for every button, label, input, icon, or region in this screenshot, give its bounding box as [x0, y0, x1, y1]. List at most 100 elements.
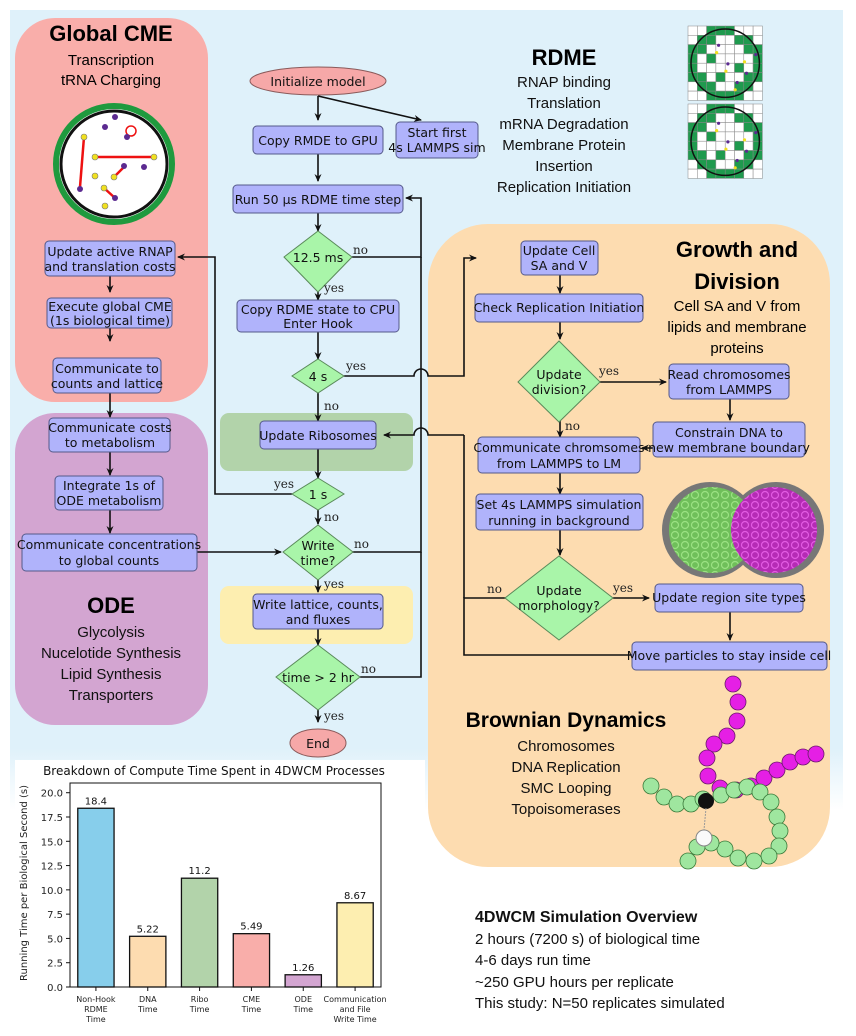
label-yes: yes — [323, 577, 344, 591]
y-tick-label: 0.0 — [47, 983, 63, 994]
particle — [724, 147, 728, 151]
bar-value-label: 1.26 — [292, 963, 314, 974]
lattice-cell — [706, 53, 717, 64]
label-no: no — [361, 662, 376, 676]
ode-item: Nucelotide Synthesis — [41, 645, 181, 662]
svg-text:Integrate 1s of: Integrate 1s of — [63, 478, 156, 493]
flow-node-comm-counts[interactable]: Communicate to counts and lattice — [51, 357, 164, 394]
flow-decision-update-division[interactable]: Update division? — [517, 340, 601, 423]
flow-decision-update-morphology[interactable]: Update morphology? — [504, 555, 614, 641]
flow-decision-time-2hr[interactable]: time > 2 hr — [275, 644, 361, 711]
flow-node-integrate-ode[interactable]: Integrate 1s of ODE metabolism — [54, 475, 164, 511]
chromosome-bead — [762, 793, 780, 811]
flow-node-constrain-dna[interactable]: Constrain DNA to new membrane boundary — [648, 421, 810, 458]
chromosome-bead — [807, 745, 825, 763]
bar — [232, 933, 271, 988]
lattice-cell — [724, 53, 735, 64]
lattice-cell — [724, 113, 735, 123]
flow-decision-1s[interactable]: 1 s — [291, 477, 345, 511]
flow-node-comm-concentrations[interactable]: Communicate concentrations to global cou… — [17, 533, 201, 572]
particle — [717, 43, 721, 47]
bar — [336, 902, 374, 988]
svg-text:Start first: Start first — [408, 125, 467, 140]
lattice-cell — [724, 44, 735, 55]
lattice-cell — [724, 35, 735, 45]
flow-node-update-region[interactable]: Update region site types — [652, 583, 806, 613]
ode-item: Glycolysis — [77, 624, 145, 641]
lattice-cell — [697, 72, 707, 83]
topoisomerase-bead — [698, 793, 714, 809]
particle — [715, 129, 719, 133]
rdme-item: Insertion — [535, 158, 593, 175]
ode-item: Transporters — [69, 687, 153, 704]
y-tick-label: 12.5 — [41, 862, 63, 873]
particle — [754, 53, 758, 57]
svg-text:Constrain DNA to: Constrain DNA to — [675, 425, 783, 440]
lattice-cell — [734, 122, 745, 133]
particle — [715, 51, 719, 55]
flow-node-copy-cpu[interactable]: Copy RDME state to CPU Enter Hook — [236, 299, 400, 333]
flow-decision-write-time[interactable]: Write time? — [282, 524, 354, 581]
flow-node-initialize[interactable]: Initialize model — [249, 66, 387, 96]
particle — [726, 62, 730, 66]
label-yes: yes — [345, 359, 366, 373]
flow-node-comm-costs[interactable]: Communicate costs to metabolism — [48, 417, 172, 453]
svg-text:Update: Update — [536, 367, 582, 382]
svg-text:4s LAMMPS sim: 4s LAMMPS sim — [388, 140, 485, 155]
chromosome-bead — [768, 808, 786, 826]
flow-node-move-particles[interactable]: Move particles to stay inside cell — [627, 641, 832, 671]
lattice-cell — [734, 131, 745, 142]
flow-node-start-lammps[interactable]: Start first 4s LAMMPS sim — [388, 121, 486, 159]
flow-node-end[interactable]: End — [289, 728, 347, 758]
lattice-cell — [697, 44, 707, 55]
flow-decision-12-5ms[interactable]: 12.5 ms — [283, 230, 353, 293]
flow-node-comm-chromosomes[interactable]: Communicate chromsomes from LAMMPS to LM — [473, 436, 645, 474]
flow-node-read-chromosomes[interactable]: Read chromosomes from LAMMPS — [667, 363, 791, 400]
lattice-cell — [706, 159, 717, 170]
svg-text:Read chromosomes: Read chromosomes — [667, 367, 790, 382]
lattice-cell — [724, 122, 735, 133]
flow-node-run-rdme[interactable]: Run 50 μs RDME time step — [232, 184, 404, 214]
flow-node-update-rnap[interactable]: Update active RNAP and translation costs — [44, 240, 176, 277]
svg-text:(1s biological time): (1s biological time) — [50, 313, 170, 328]
lattice-cell — [697, 35, 707, 45]
svg-text:Enter Hook: Enter Hook — [283, 316, 353, 331]
flow-node-write-lattice[interactable]: Write lattice, counts, and fluxes — [252, 593, 384, 630]
lattice-cell — [687, 35, 698, 45]
bar — [180, 877, 219, 988]
lattice-cell — [697, 53, 707, 64]
flow-node-check-replication[interactable]: Check Replication Initiation — [474, 293, 645, 323]
particle — [724, 69, 728, 73]
particle — [717, 121, 721, 125]
global-cme-item: Transcription — [68, 52, 154, 69]
flow-node-update-ribosomes[interactable]: Update Ribosomes — [259, 420, 377, 450]
lattice-cell — [743, 44, 754, 55]
chromosome-bead — [745, 852, 763, 870]
bar — [284, 974, 323, 988]
lattice-cell — [697, 81, 707, 92]
label-no: no — [324, 399, 339, 413]
lattice-cell — [706, 131, 717, 142]
flow-node-set-lammps[interactable]: Set 4s LAMMPS simulation running in back… — [475, 493, 644, 531]
lattice-cell — [697, 168, 707, 179]
brownian-item: SMC Looping — [521, 780, 612, 797]
lattice-cell — [734, 53, 745, 64]
flow-node-copy-gpu[interactable]: Copy RMDE to GPU — [252, 125, 384, 155]
overview-line: 2 hours (7200 s) of biological time — [475, 931, 700, 948]
flow-node-exec-cme[interactable]: Execute global CME (1s biological time) — [46, 297, 173, 329]
x-tick-label: Time — [292, 1005, 313, 1014]
growth-title: Division — [694, 269, 780, 294]
chromosome-bead — [698, 749, 716, 767]
chromosome-bead — [729, 849, 747, 867]
lattice-cell — [743, 168, 754, 179]
lattice-cell — [715, 62, 726, 73]
chromosome-bead — [679, 852, 697, 870]
lattice-cell — [743, 35, 754, 45]
svg-text:SA and V: SA and V — [531, 258, 588, 273]
lattice-cell — [734, 113, 745, 123]
y-tick-label: 20.0 — [41, 789, 63, 800]
chromosome-bead — [768, 761, 786, 779]
flow-node-update-cell[interactable]: Update Cell SA and V — [520, 240, 599, 276]
ode-item: Lipid Synthesis — [61, 666, 162, 683]
flow-decision-4s[interactable]: 4 s — [291, 358, 345, 394]
